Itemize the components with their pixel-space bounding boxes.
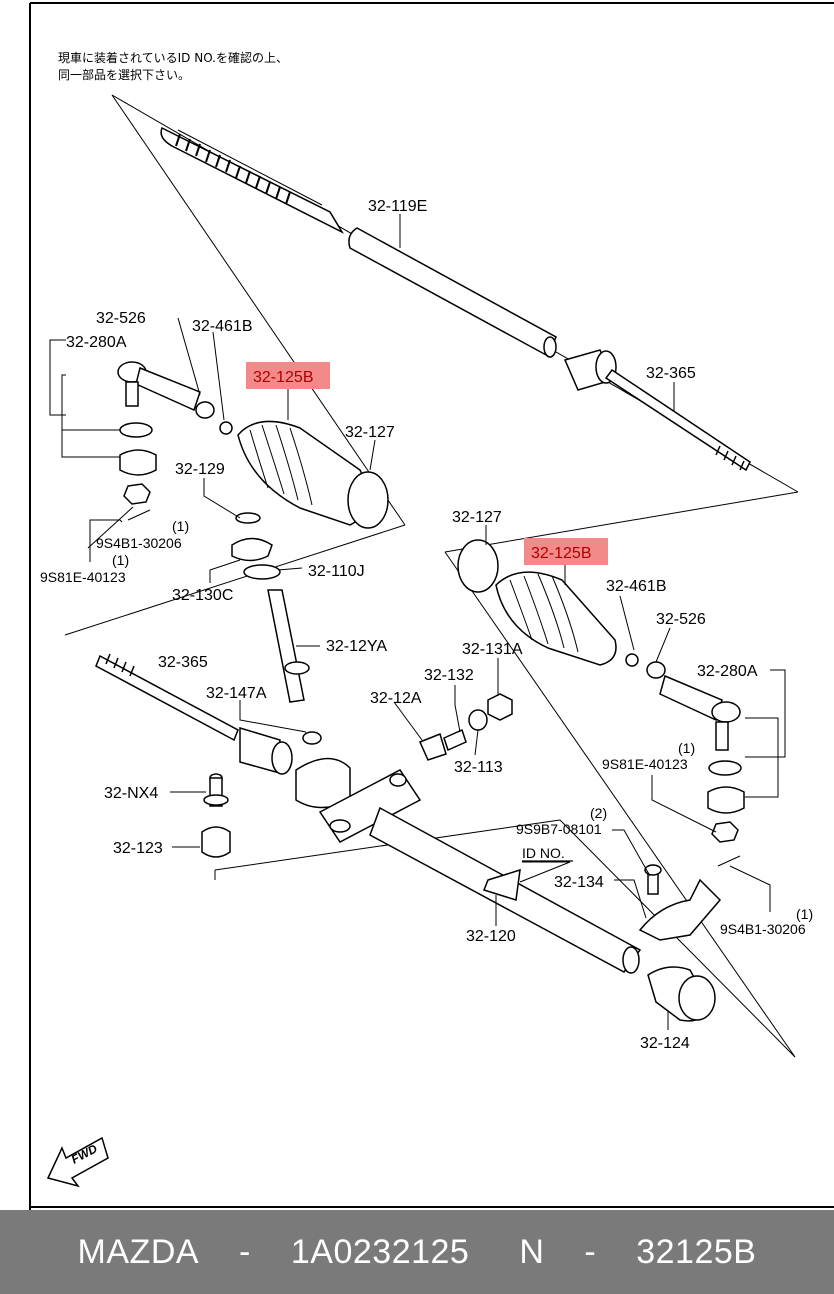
qty-9S81E-left: (1) [112, 552, 129, 568]
footer-sep1: - [239, 1232, 251, 1271]
label-9S81E-40123-right: 9S81E-40123 [602, 756, 688, 772]
label-32-365-left: 32-365 [158, 654, 208, 671]
label-32-120: 32-120 [466, 928, 516, 945]
highlight-left-32-125B [246, 362, 330, 389]
label-9S4B1-30206-left: 9S4B1-30206 [96, 535, 182, 551]
nut-left [123, 483, 151, 521]
label-32-131A: 32-131A [462, 641, 523, 658]
highlight-right-32-125B [524, 538, 608, 565]
parts-diagram: 現車に装着されているID NO.を確認の上、 同一部品を選択下さい。 [29, 2, 834, 1210]
label-32-280A-right: 32-280A [697, 663, 758, 680]
label-9S9B7-08101: 9S9B7-08101 [516, 821, 602, 837]
footer-code-prefix: N [519, 1232, 545, 1271]
label-32-461B-right: 32-461B [606, 578, 667, 595]
footer-sep2: - [584, 1232, 597, 1271]
leader-lines [49, 214, 786, 1030]
bolt-32-NX4 [203, 773, 229, 807]
pinion-32-12YA [267, 589, 322, 745]
label-32-123: 32-123 [113, 840, 163, 857]
label-32-119E: 32-119E [368, 198, 427, 215]
bushing-32-123 [201, 826, 231, 858]
tie-rod-left-32-365 [95, 653, 293, 775]
label-32-526-left: 32-526 [96, 310, 146, 327]
note-line1: 現車に装着されているID NO.を確認の上、 [58, 50, 288, 65]
label-32-365-right: 32-365 [646, 365, 696, 382]
label-32-127-right: 32-127 [452, 509, 502, 526]
qty-9S4B1-left: (1) [172, 518, 189, 534]
label-32-125B-left: 32-125B [253, 369, 314, 386]
label-32-110J: 32-110J [308, 563, 365, 580]
qty-9S4B1-right: (1) [796, 906, 813, 922]
rack-shaft-32-119E [160, 126, 557, 358]
bushing-32-124 [647, 966, 716, 1022]
label-32-NX4: 32-NX4 [104, 785, 158, 802]
label-9S4B1-30206-right: 9S4B1-30206 [720, 921, 806, 937]
boot-right-32-125B [457, 539, 666, 679]
label-32-125B-right: 32-125B [531, 545, 592, 562]
label-32-147A: 32-147A [206, 685, 267, 702]
tie-rod-end-left-32-280A [117, 361, 233, 476]
qty-9S81E-right: (1) [678, 740, 695, 756]
fwd-arrow-icon: FWD [46, 1136, 109, 1188]
label-32-280A-left: 32-280A [66, 334, 127, 351]
label-32-461B-left: 32-461B [192, 318, 253, 335]
label-32-130C: 32-130C [172, 587, 233, 604]
label-32-134: 32-134 [554, 874, 604, 891]
label-32-113: 32-113 [454, 759, 503, 776]
label-id-no: ID NO. [522, 845, 565, 861]
rack-housing-32-120 [295, 757, 642, 974]
label-32-127-left: 32-127 [345, 424, 395, 441]
footer-brand: MAZDA [77, 1232, 200, 1271]
note-line2: 同一部品を選択下さい。 [58, 67, 190, 82]
footer-code: 32125B [636, 1232, 757, 1271]
qty-9S9B7: (2) [590, 805, 607, 821]
label-32-12YA: 32-12YA [326, 638, 387, 655]
label-9S81E-40123-left: 9S81E-40123 [40, 569, 126, 585]
label-32-12A: 32-12A [370, 690, 422, 707]
bracket-32-134 [638, 864, 722, 941]
tie-rod-end-right-32-280A [659, 674, 745, 867]
label-32-129: 32-129 [175, 461, 225, 478]
label-32-132: 32-132 [424, 667, 474, 684]
label-32-124: 32-124 [640, 1035, 690, 1052]
footer-part-number: 1A0232125 [290, 1232, 470, 1271]
boot-left-32-125B [231, 420, 389, 580]
yoke-parts [418, 693, 513, 761]
label-32-526-right: 32-526 [656, 611, 706, 628]
tie-rod-right-32-365 [563, 349, 751, 472]
